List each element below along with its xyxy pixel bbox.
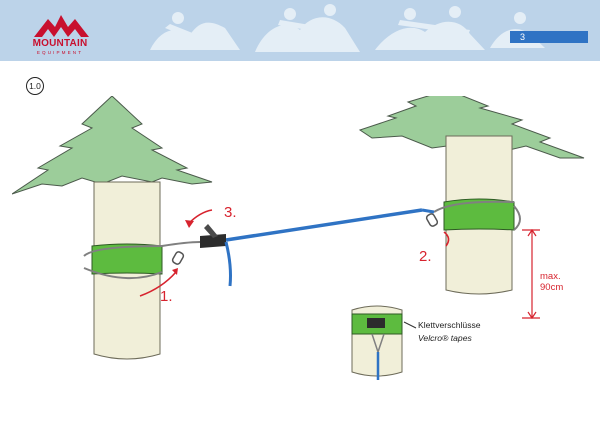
- step-3-label: 3.: [224, 204, 237, 221]
- tree-setup-illustration: [11, 89, 600, 380]
- velcro-german-label: Klettverschlüsse: [418, 320, 481, 330]
- left-tree-foliage: [11, 95, 213, 195]
- ratchet-icon: [200, 224, 232, 287]
- arrow-step2: [443, 231, 450, 247]
- right-carabiner-icon: [425, 213, 439, 227]
- velcro-inset-detail: [351, 305, 417, 380]
- step-number-badge: 1.0: [26, 77, 44, 95]
- slackline-webbing: [225, 208, 423, 242]
- max-height-label-line2: 90cm: [540, 282, 564, 293]
- mountain-logo-icon: [34, 15, 89, 37]
- step-1-label: 1.: [160, 288, 173, 305]
- brand-name: MOUNTAIN: [32, 38, 88, 49]
- right-tree-strap: [443, 198, 515, 231]
- page-number: 3: [520, 32, 526, 42]
- illustration-canvas: [11, 89, 585, 380]
- max-height-indicator: [522, 229, 540, 319]
- arrow-step1: [139, 271, 177, 297]
- climbers-silhouette-banner: [150, 4, 545, 52]
- right-tree-foliage: [358, 89, 585, 159]
- max-height-label-line1: max.: [540, 271, 561, 282]
- velcro-english-label: Velcro® tapes: [418, 333, 472, 343]
- step-2-label: 2.: [419, 248, 432, 265]
- left-carabiner-icon: [171, 251, 185, 265]
- header-banner: MOUNTAIN EQUIPMENT 3: [0, 0, 600, 61]
- left-tree-strap: [91, 243, 163, 275]
- brand-subtitle: EQUIPMENT: [36, 50, 84, 55]
- page-tab: [510, 31, 588, 43]
